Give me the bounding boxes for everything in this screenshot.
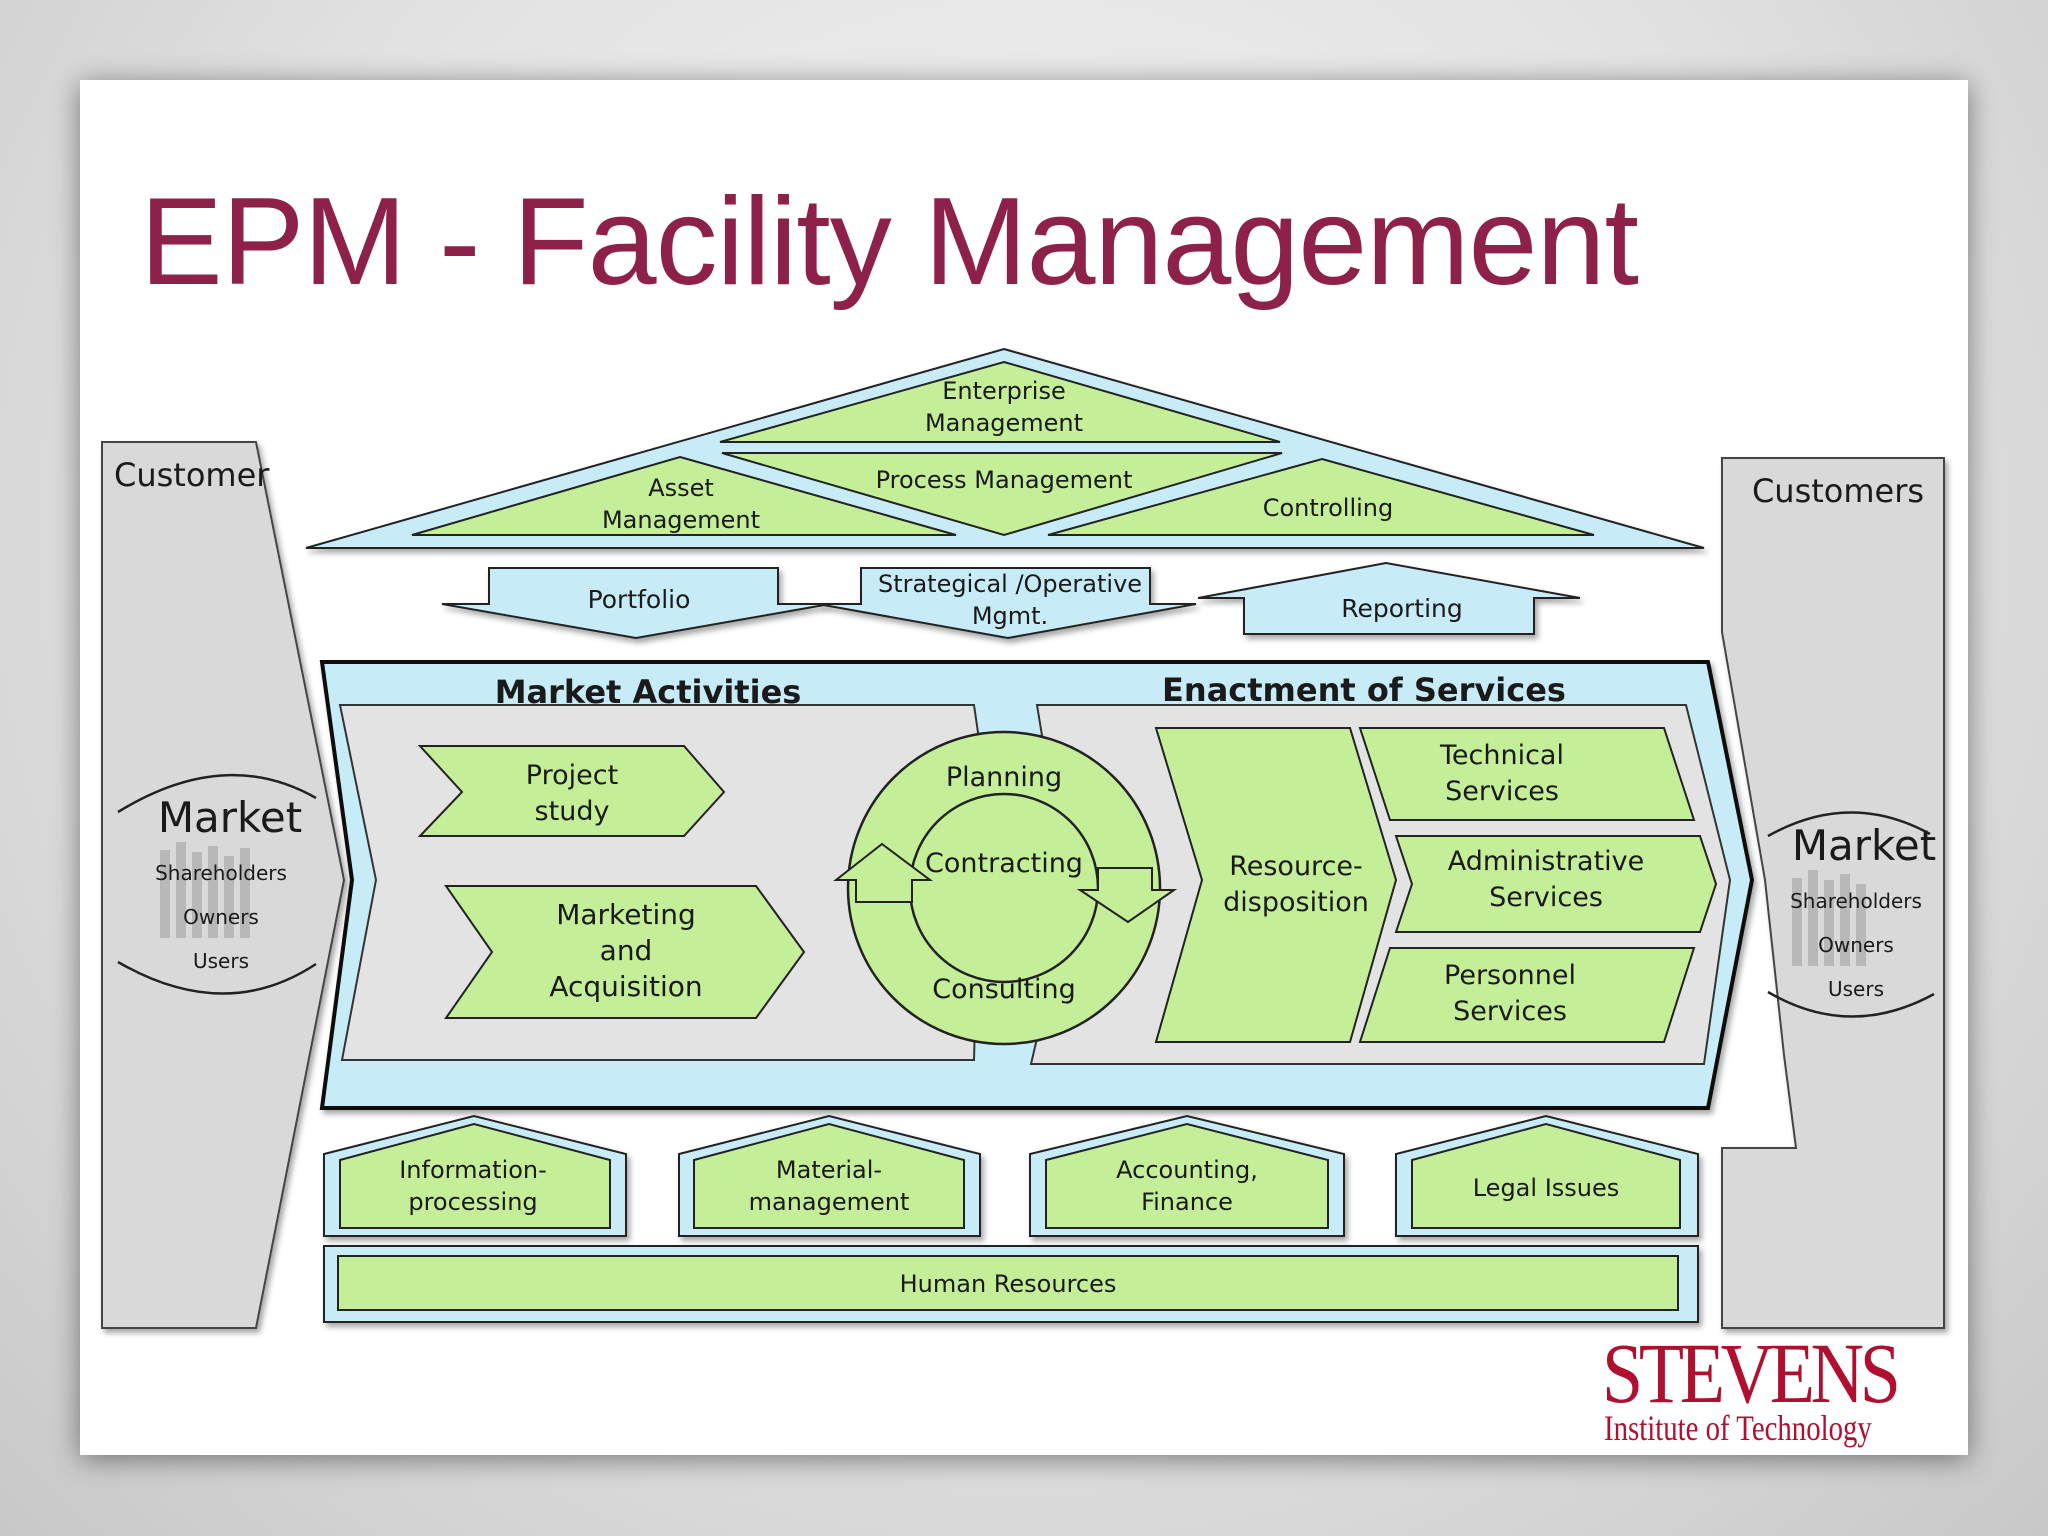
personnel-services-label-line1: Personnel	[1444, 960, 1576, 991]
left-customer-panel: Customer Market Shareholders Owners User…	[101, 441, 346, 1329]
technical-services-label-line2: Services	[1445, 776, 1559, 807]
accounting-finance-label-line2: Finance	[1141, 1188, 1233, 1216]
stevens-logo: STEVENS	[1602, 1325, 1901, 1421]
right-customers-heading: Customers	[1752, 472, 1924, 510]
left-customer-heading: Customer	[114, 456, 270, 494]
cycle-contracting-label: Contracting	[925, 848, 1083, 879]
material-management-shape	[693, 1122, 965, 1229]
portfolio-arrow	[441, 567, 831, 640]
market-activities-heading: Market Activities	[495, 673, 802, 711]
asset-management-label-line1: Asset	[648, 474, 714, 502]
right-market-arc-bottom	[1767, 990, 1935, 1018]
process-management-shape	[721, 452, 1283, 537]
right-owners-label: Owners	[1818, 933, 1894, 957]
administrative-services-label-line1: Administrative	[1448, 846, 1645, 877]
slide: EPM - Facility Management Customer Marke…	[80, 80, 1968, 1455]
resource-disposition-label-line1: Resource-	[1229, 851, 1363, 882]
legal-issues-shape	[1411, 1122, 1681, 1229]
project-study-shape	[417, 745, 726, 837]
right-people-icon	[1792, 870, 1866, 966]
human-resources-label: Human Resources	[900, 1270, 1117, 1298]
resource-disposition-label-line2: disposition	[1223, 887, 1369, 918]
right-market-label: Market	[1792, 821, 1936, 870]
material-management-label-line1: Material-	[776, 1156, 882, 1184]
information-processing-label-line2: processing	[408, 1188, 537, 1216]
strategical-operative-arrow	[817, 567, 1197, 640]
information-processing-label-line1: Information-	[399, 1156, 547, 1184]
support-functions: Information- processing Material- manage…	[323, 1114, 1699, 1323]
asset-management-shape	[411, 455, 957, 536]
enterprise-management-label-line2: Management	[925, 409, 1083, 437]
cycle-planning-label: Planning	[946, 762, 1062, 793]
marketing-label-line2: and	[600, 934, 653, 967]
enterprise-management-shape	[719, 360, 1281, 443]
material-management-label-line2: management	[749, 1188, 910, 1216]
slide-title: EPM - Facility Management	[140, 173, 1639, 311]
core-block: Market Activities Enactment of Services …	[319, 660, 1755, 1110]
left-users-label: Users	[193, 949, 249, 973]
process-management-label: Process Management	[876, 466, 1133, 494]
left-owners-label: Owners	[183, 905, 259, 929]
marketing-acquisition-shape	[444, 885, 806, 1019]
accounting-finance-label-line1: Accounting,	[1116, 1156, 1258, 1184]
marketing-label-line1: Marketing	[556, 898, 696, 931]
marketing-label-line3: Acquisition	[549, 970, 702, 1003]
left-people-icon	[160, 842, 250, 938]
reporting-arrow	[1197, 561, 1581, 635]
flow-arrows: Portfolio Strategical /Operative Mgmt. R…	[441, 561, 1581, 640]
cycle-consulting-label: Consulting	[932, 974, 1076, 1005]
cycle-arrow-right	[1076, 867, 1178, 924]
enactment-heading: Enactment of Services	[1162, 671, 1566, 709]
personnel-services-shape	[1358, 947, 1696, 1043]
right-customers-panel: Customers Market Shareholders Owners Use…	[1721, 457, 1945, 1329]
information-processing-shape	[339, 1122, 611, 1229]
accounting-finance-shape	[1045, 1122, 1329, 1229]
controlling-label: Controlling	[1263, 494, 1394, 522]
asset-management-label-line2: Management	[602, 506, 760, 534]
roof: Enterprise Management Asset Management P…	[305, 347, 1705, 549]
right-market-arc-top	[1767, 811, 1931, 838]
left-shareholders-label: Shareholders	[155, 861, 287, 885]
left-market-arc-top	[117, 773, 317, 814]
personnel-services-label-line2: Services	[1453, 996, 1567, 1027]
stevens-logo-subtitle: Institute of Technology	[1604, 1408, 1872, 1448]
left-market-label: Market	[158, 793, 302, 842]
reporting-label: Reporting	[1341, 594, 1463, 623]
strategical-operative-label-line2: Mgmt.	[972, 602, 1048, 630]
left-market-arc-bottom	[117, 960, 317, 995]
technical-services-label-line1: Technical	[1439, 740, 1564, 771]
enterprise-management-label-line1: Enterprise	[942, 377, 1065, 405]
legal-issues-label: Legal Issues	[1473, 1174, 1620, 1202]
cycle-arrow-left	[833, 842, 933, 903]
administrative-services-label-line2: Services	[1489, 882, 1603, 913]
right-users-label: Users	[1828, 977, 1884, 1001]
administrative-services-shape	[1394, 835, 1718, 933]
technical-services-shape	[1358, 727, 1696, 821]
controlling-shape	[1047, 457, 1595, 536]
cycle-inner-circle	[908, 792, 1100, 984]
human-resources-shape	[337, 1255, 1679, 1311]
service-cycle: Planning Contracting Consulting	[833, 730, 1178, 1046]
resource-disposition-shape	[1154, 727, 1398, 1043]
right-shareholders-label: Shareholders	[1790, 889, 1922, 913]
project-study-label-line2: study	[535, 796, 610, 827]
project-study-label-line1: Project	[526, 760, 618, 791]
strategical-operative-label-line1: Strategical /Operative	[878, 570, 1142, 598]
facility-management-diagram: Customer Market Shareholders Owners User…	[101, 347, 1945, 1329]
portfolio-label: Portfolio	[588, 585, 691, 614]
